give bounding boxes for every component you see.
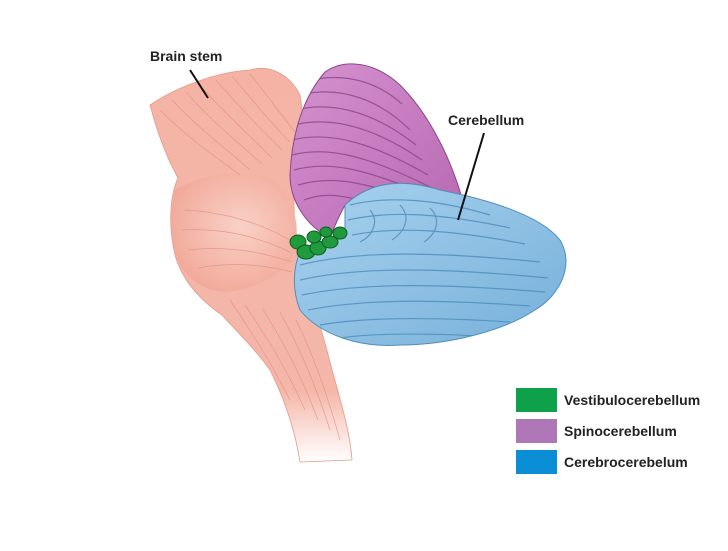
legend-item-spinocerebellum: Spinocerebellum [516, 417, 721, 443]
legend-swatch-spinocerebellum [516, 419, 557, 443]
cerebellum-label: Cerebellum [448, 112, 525, 128]
legend-label-spinocerebellum: Spinocerebellum [564, 423, 677, 439]
brain-stem-leader-line [189, 69, 209, 99]
cerebrocerebellum-shape [293, 182, 567, 346]
brain-stem-label: Brain stem [150, 48, 223, 64]
brain-stem-shape [149, 68, 353, 463]
legend-label-cerebrocerebelum: Cerebrocerebelum [564, 454, 688, 470]
vestibulocerebellum-shape [289, 226, 348, 260]
legend-item-vestibulocerebellum: Vestibulocerebellum [516, 386, 721, 412]
legend-swatch-cerebrocerebelum [516, 450, 557, 474]
cerebellum-leader-line [457, 132, 485, 221]
legend-swatch-vestibulocerebellum [516, 388, 557, 412]
spinocerebellum-shape [289, 63, 463, 239]
legend-label-vestibulocerebellum: Vestibulocerebellum [564, 392, 701, 408]
legend: Vestibulocerebellum Spinocerebellum Cere… [516, 386, 721, 479]
legend-item-cerebrocerebelum: Cerebrocerebelum [516, 448, 721, 474]
